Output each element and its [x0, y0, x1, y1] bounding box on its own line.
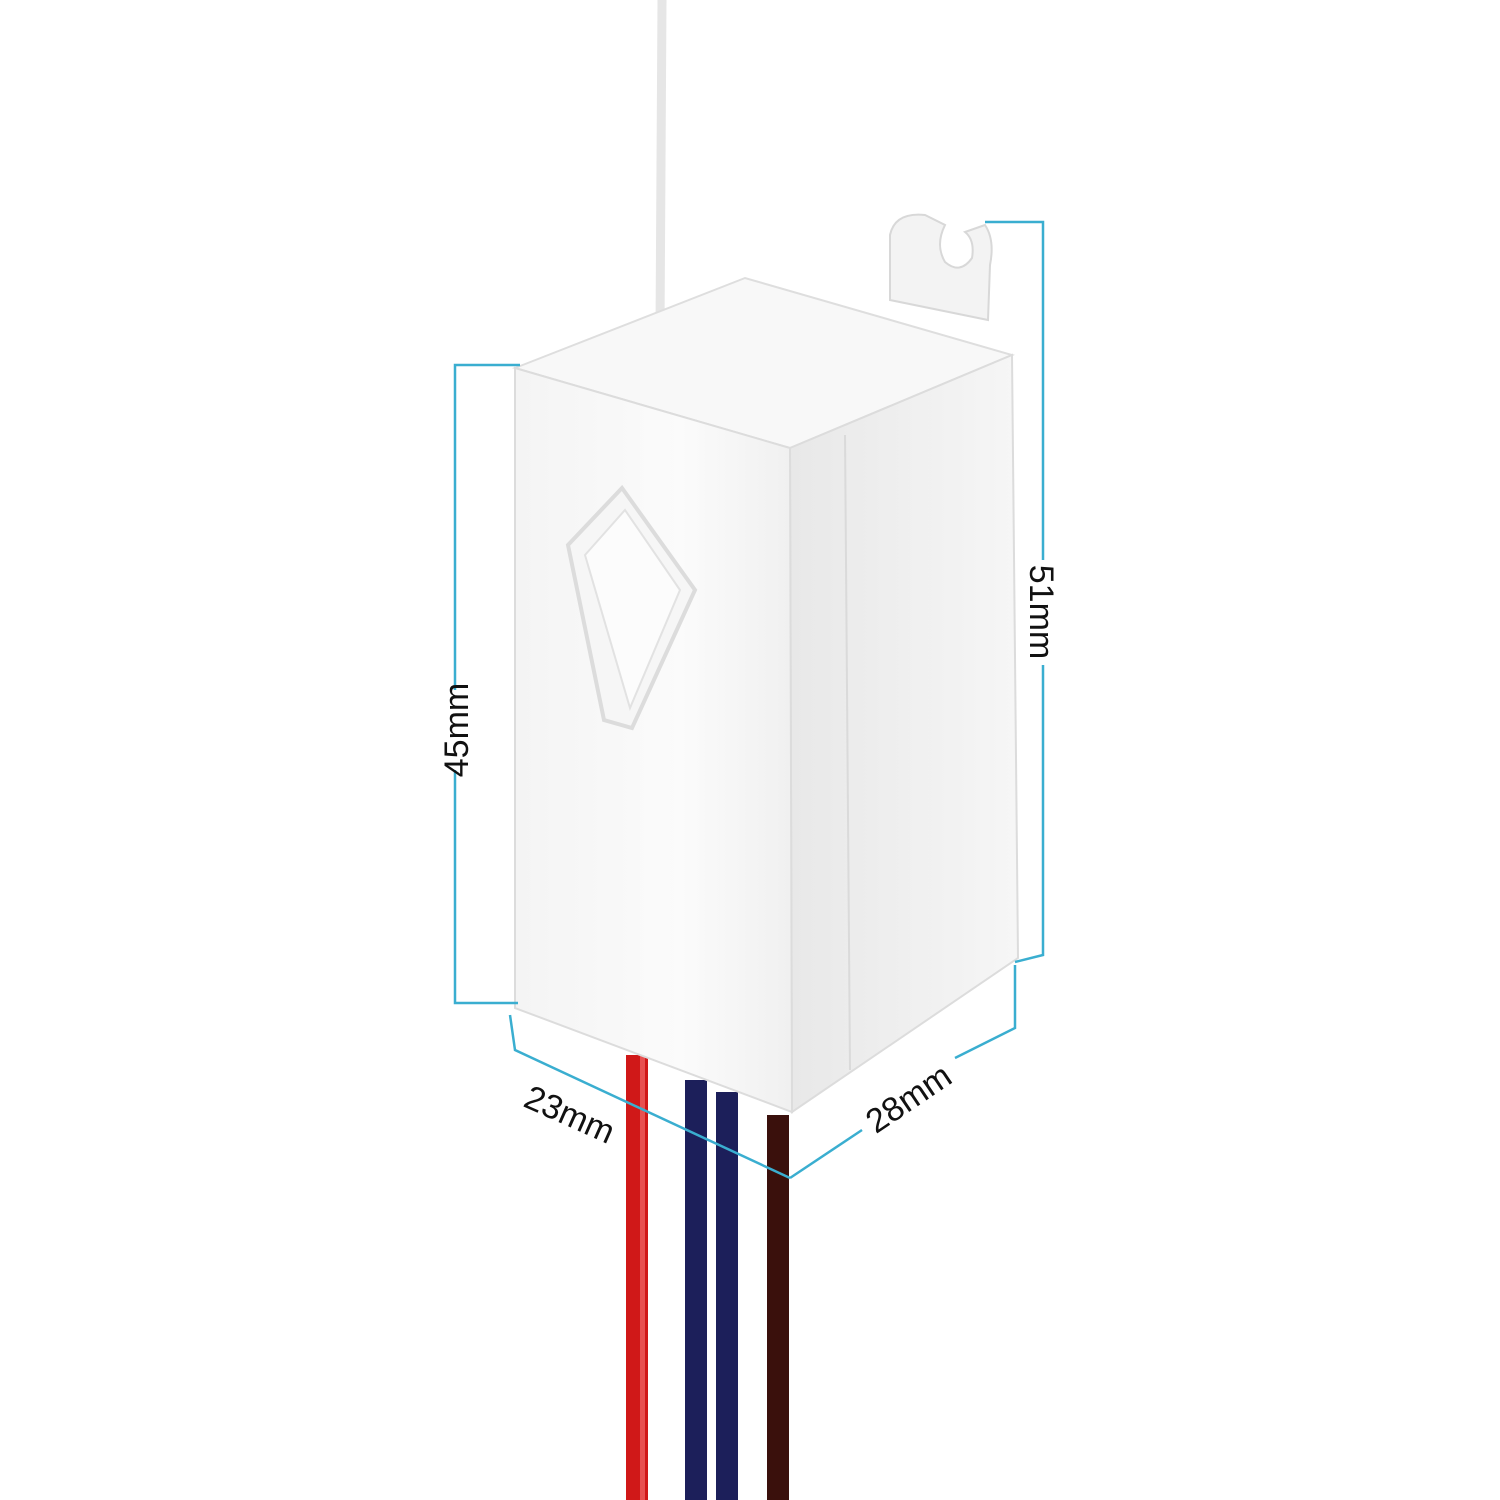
dim-line-23mm: [508, 1014, 791, 1180]
dim-line-51mm: [985, 220, 1045, 964]
wire-blue-1: [685, 1080, 707, 1500]
housing-front: [514, 366, 794, 1114]
label-23mm: 23mm: [519, 1078, 621, 1151]
relay-housing: [511, 276, 1020, 1114]
mounting-hook: [889, 213, 993, 322]
dim-line-45mm: [453, 363, 520, 1005]
wire-blue-2: [716, 1092, 738, 1500]
dimension-lines: [453, 220, 1045, 1180]
wire-brown: [767, 1115, 789, 1500]
dim-line-28mm: [789, 965, 1017, 1180]
label-45mm: 45mm: [438, 683, 476, 777]
wires: [626, 1055, 789, 1500]
label-28mm: 28mm: [859, 1057, 959, 1141]
label-51mm: 51mm: [1022, 565, 1060, 659]
housing-side: [788, 353, 1020, 1114]
